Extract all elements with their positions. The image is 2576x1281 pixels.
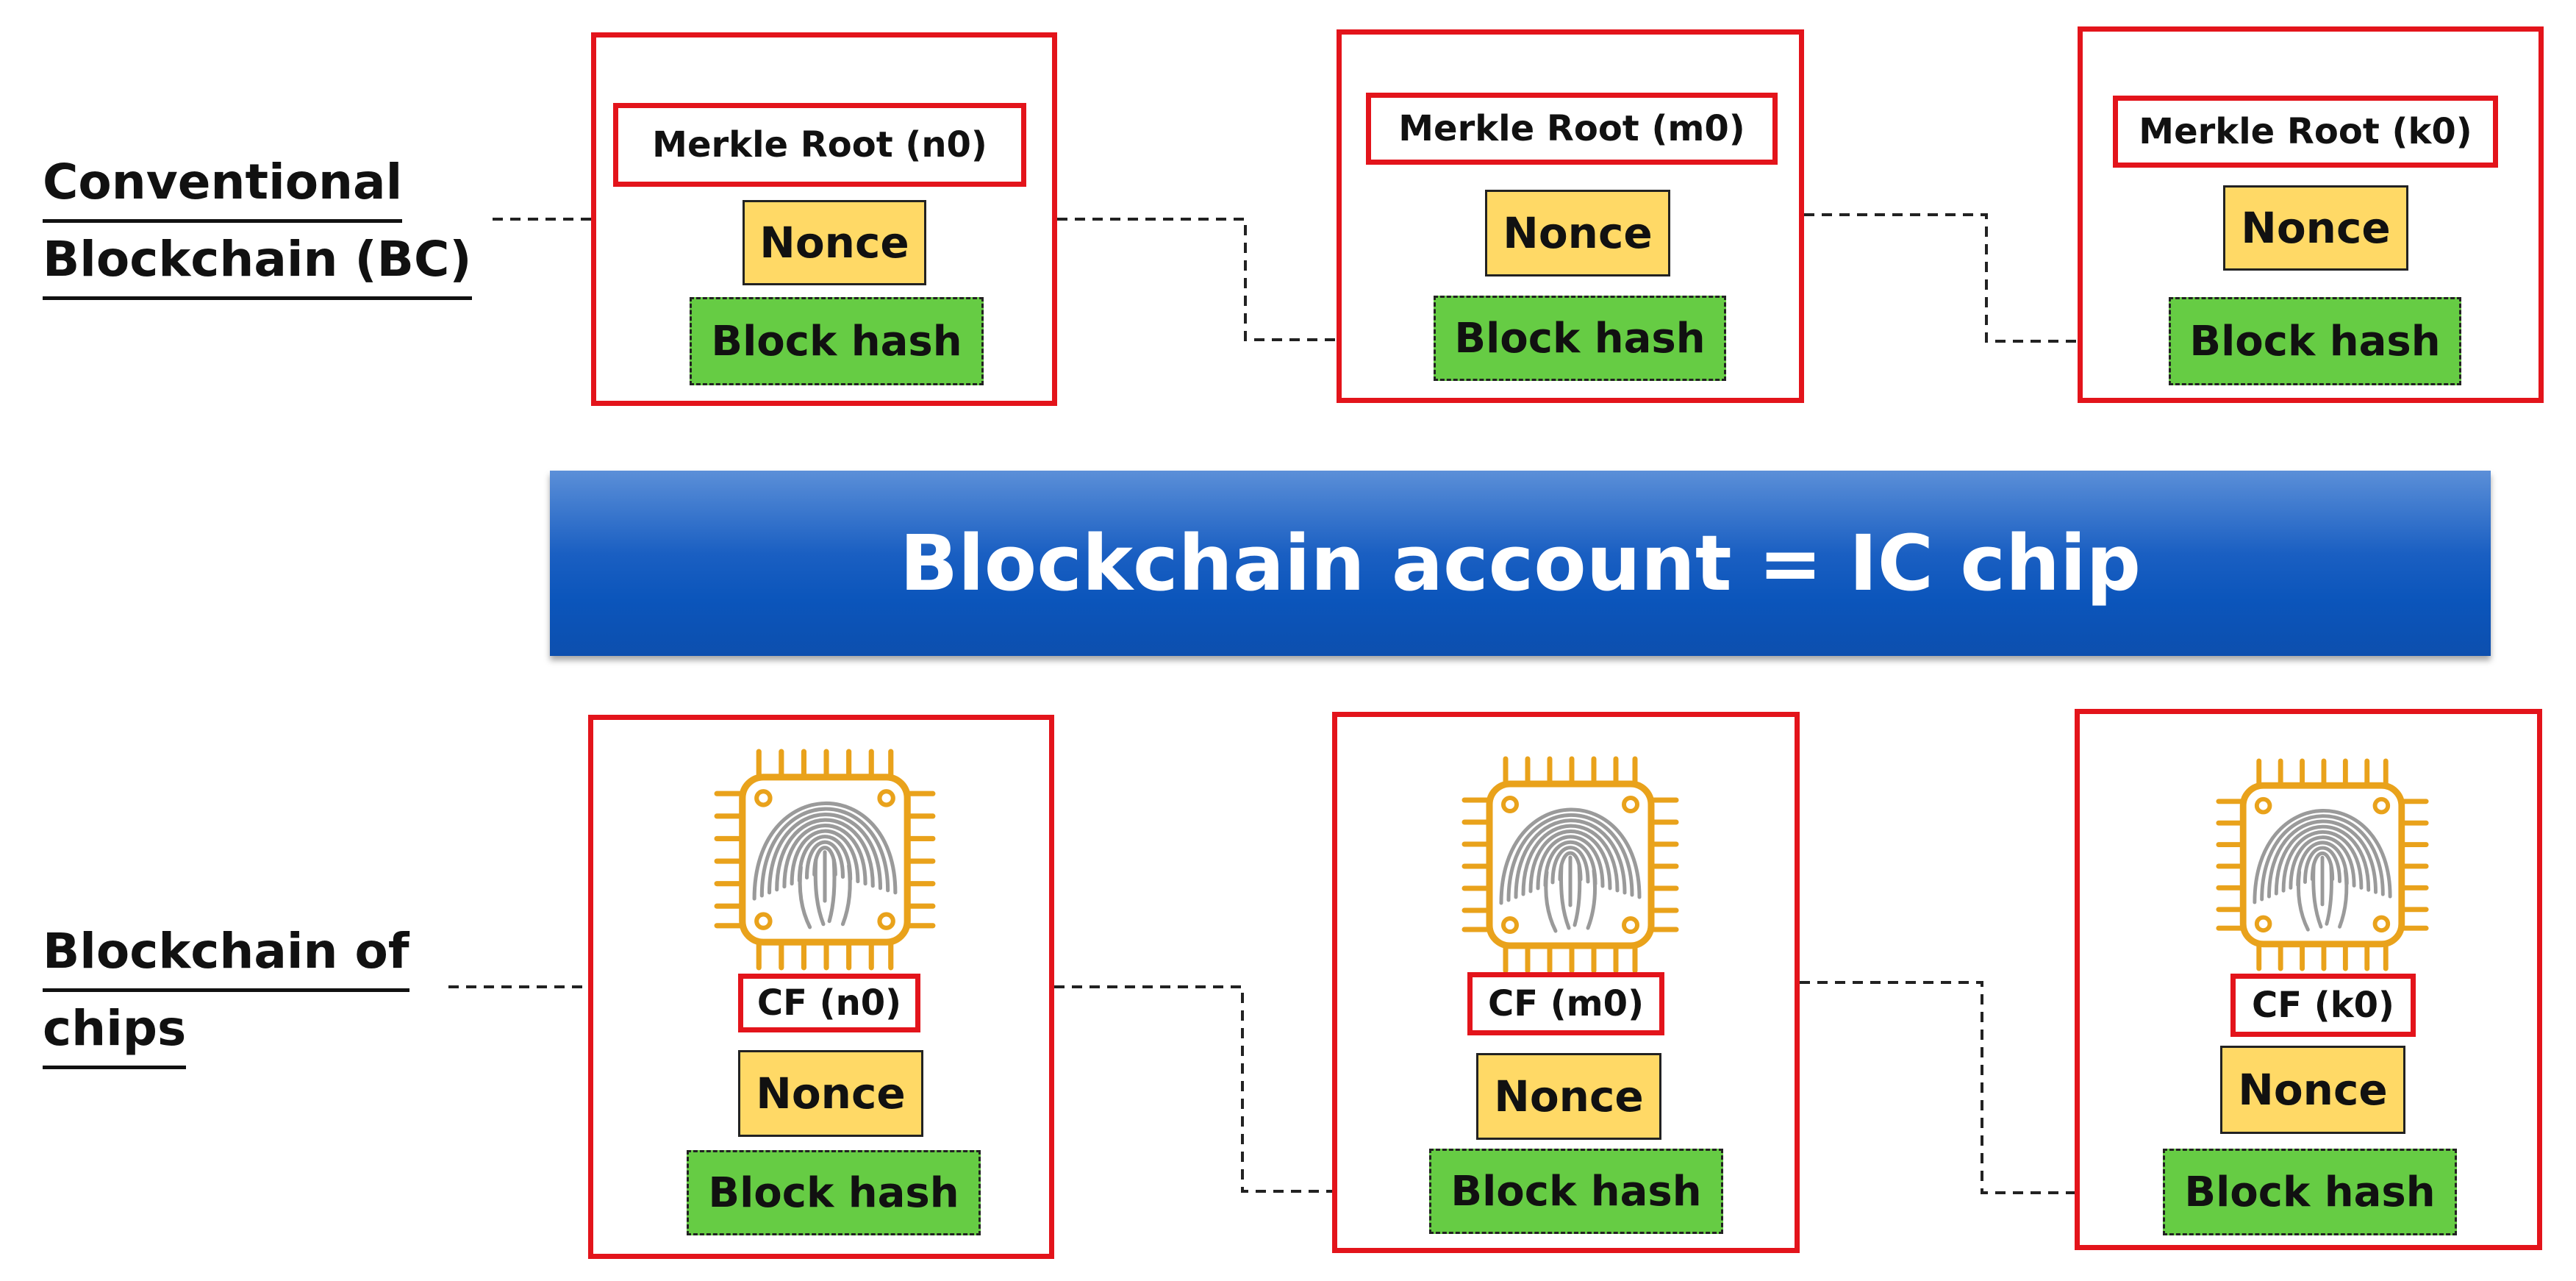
block-hash-box: Block hash [687,1150,981,1235]
row-label-conventional-line1: Conventional [43,146,403,223]
row-label-conventional-line2: Blockchain (BC) [43,223,472,300]
fingerprint-chip-graphic [1461,756,1679,974]
merkle-root-box: Merkle Root (n0) [613,103,1026,187]
connector-bc-block-2-to-3 [1804,213,2166,345]
cf-box: CF (n0) [738,974,920,1032]
row-label-conventional: Conventional Blockchain (BC) [43,146,472,300]
fingerprint-chip-icon [2214,754,2430,975]
nonce-box: Nonce [2223,185,2408,271]
nonce-box: Nonce [738,1050,923,1137]
cf-box: CF (k0) [2230,974,2416,1037]
nonce-box: Nonce [1476,1053,1661,1140]
banner: Blockchain account = IC chip [550,471,2491,656]
cf-box: CF (m0) [1467,972,1664,1035]
block-hash-box: Block hash [690,297,984,385]
nonce-box: Nonce [2220,1046,2405,1134]
merkle-root-box: Merkle Root (m0) [1366,93,1778,165]
block-hash-box: Block hash [1429,1149,1723,1234]
row-label-chips-line1: Blockchain of [43,915,409,992]
row-label-chips-line2: chips [43,992,187,1069]
fingerprint-chip-graphic [2216,758,2429,971]
connector-chips-block-2-to-3 [1800,981,2161,1196]
block-hash-box: Block hash [2163,1149,2457,1235]
merkle-root-box: Merkle Root (k0) [2113,96,2498,168]
fingerprint-chip-graphic [714,749,936,971]
fingerprint-chip-icon [710,747,940,972]
connector-bc-block-1-to-2 [1057,218,1431,343]
block-hash-box: Block hash [2169,297,2461,385]
block-hash-box: Block hash [1434,296,1726,381]
nonce-box: Nonce [743,200,926,285]
row-label-chips: Blockchain of chips [43,915,409,1069]
nonce-box: Nonce [1485,190,1670,276]
fingerprint-chip-icon [1456,754,1685,975]
